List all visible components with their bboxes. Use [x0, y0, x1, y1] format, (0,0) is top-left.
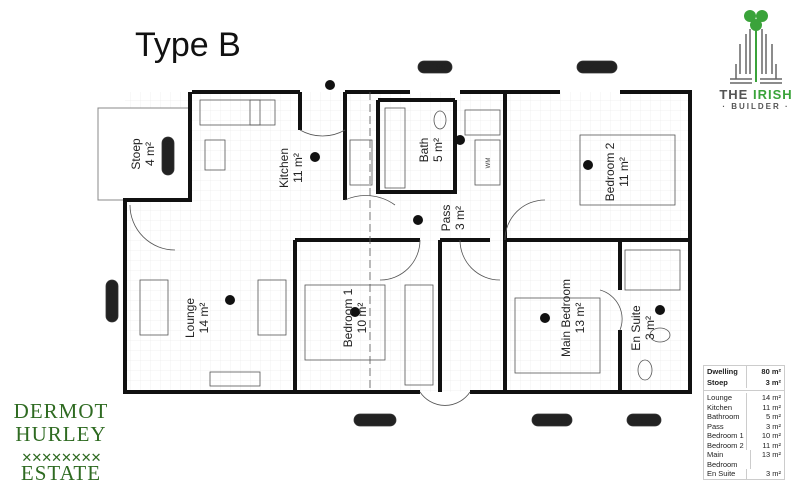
bedroom2-area: 11 m² — [617, 157, 631, 187]
cell: 5 m² — [746, 412, 781, 422]
cell: 10 m² — [746, 431, 781, 441]
light-points — [225, 80, 665, 323]
table-row: Bathroom 5 m² — [704, 412, 784, 422]
fixtures — [129, 92, 681, 406]
table-row: Main Bedroom 13 m² — [704, 450, 784, 469]
wm-label: WM — [486, 158, 492, 169]
tag-ptt1215-bottom: PTT1215 — [356, 415, 393, 425]
lounge-label: Lounge — [183, 298, 197, 338]
cell: Pass — [707, 421, 724, 431]
stoep-label: Stoep — [129, 138, 143, 170]
en-suite-area: 3 m² — [643, 316, 657, 340]
area-table: Dwelling 80 m² Stoep 3 m² Lounge 14 m² Kitc… — [703, 365, 785, 480]
tag-ptt1215-top: PTT1215 — [578, 62, 615, 72]
cell: Bedroom 2 — [707, 440, 744, 450]
plan-title: Type B — [135, 26, 241, 64]
pass-area: 3 m² — [453, 206, 467, 230]
cell: 14 m² — [746, 393, 781, 403]
cell: En Suite — [707, 469, 736, 478]
table-row: En Suite 3 m² — [704, 469, 784, 479]
cell: Dwelling — [707, 367, 738, 376]
cell: 3 m² — [746, 469, 781, 479]
stoep-area-label: 4 m² — [143, 142, 157, 166]
cell: 3 m² — [746, 421, 781, 431]
tag-pt99-top: PT99 — [424, 62, 446, 72]
cell: 13 m² — [749, 450, 781, 469]
builder-logo-line1: THE IRISH — [716, 87, 796, 102]
en-suite-label: En Suite — [629, 305, 643, 351]
tag-ptt129: PTT129 — [163, 140, 173, 172]
pass-label: Pass — [439, 205, 453, 232]
bedroom1-label: Bedroom 1 — [341, 288, 355, 347]
lounge-area: 14 m² — [197, 303, 211, 334]
celtic-knot-icon: ✕✕✕✕✕✕✕✕ — [21, 450, 101, 465]
table-row: Dwelling 80 m² — [704, 366, 784, 377]
cell: 3 m² — [746, 377, 781, 388]
cell: Bathroom — [707, 412, 740, 421]
shamrock-building-icon — [730, 10, 782, 84]
cell: Main Bedroom — [707, 450, 738, 469]
table-row: Lounge 14 m² — [704, 390, 784, 403]
logo-line: HURLEY — [15, 422, 107, 446]
cell: Stoep — [707, 378, 728, 387]
cell: Kitchen — [707, 402, 733, 412]
kitchen-area: 11 m² — [291, 153, 305, 183]
cell: Lounge — [707, 393, 733, 402]
tag-ptt1215-left: PTT1215 — [107, 282, 117, 319]
builder-logo-line2: · BUILDER · — [722, 102, 790, 111]
cell: Bedroom 1 — [707, 431, 744, 440]
bath-label: Bath — [417, 138, 431, 163]
table-row: Stoep 3 m² — [704, 377, 784, 388]
kitchen-label: Kitchen — [277, 148, 291, 188]
table-row: Pass 3 m² — [704, 421, 784, 431]
main-bedroom-area: 13 m² — [573, 303, 587, 334]
cell: 11 m² — [746, 402, 781, 412]
dermot-hurley-estate-logo: DERMOT HURLEY ✕✕✕✕✕✕✕✕ ESTATE — [6, 400, 116, 485]
table-row: Kitchen 11 m² — [704, 402, 784, 412]
logo-word: THE — [719, 87, 749, 102]
logo-line: DERMOT — [13, 399, 109, 423]
bath-area: 5 m² — [431, 138, 445, 162]
logo-word: IRISH — [752, 87, 793, 102]
tag-pt99-bottom: PT99 — [633, 415, 655, 425]
cell: 11 m² — [746, 440, 781, 450]
irish-builder-logo: THE IRISH · BUILDER · — [716, 4, 796, 111]
tag-ptt189: PTT189 — [536, 415, 568, 425]
bedroom1-area: 10 m² — [355, 303, 369, 334]
bedroom2-label: Bedroom 2 — [603, 142, 617, 201]
cell: 80 m² — [746, 366, 781, 377]
logo-line: ESTATE — [20, 461, 102, 485]
main-bedroom-label: Main Bedroom — [559, 279, 573, 357]
